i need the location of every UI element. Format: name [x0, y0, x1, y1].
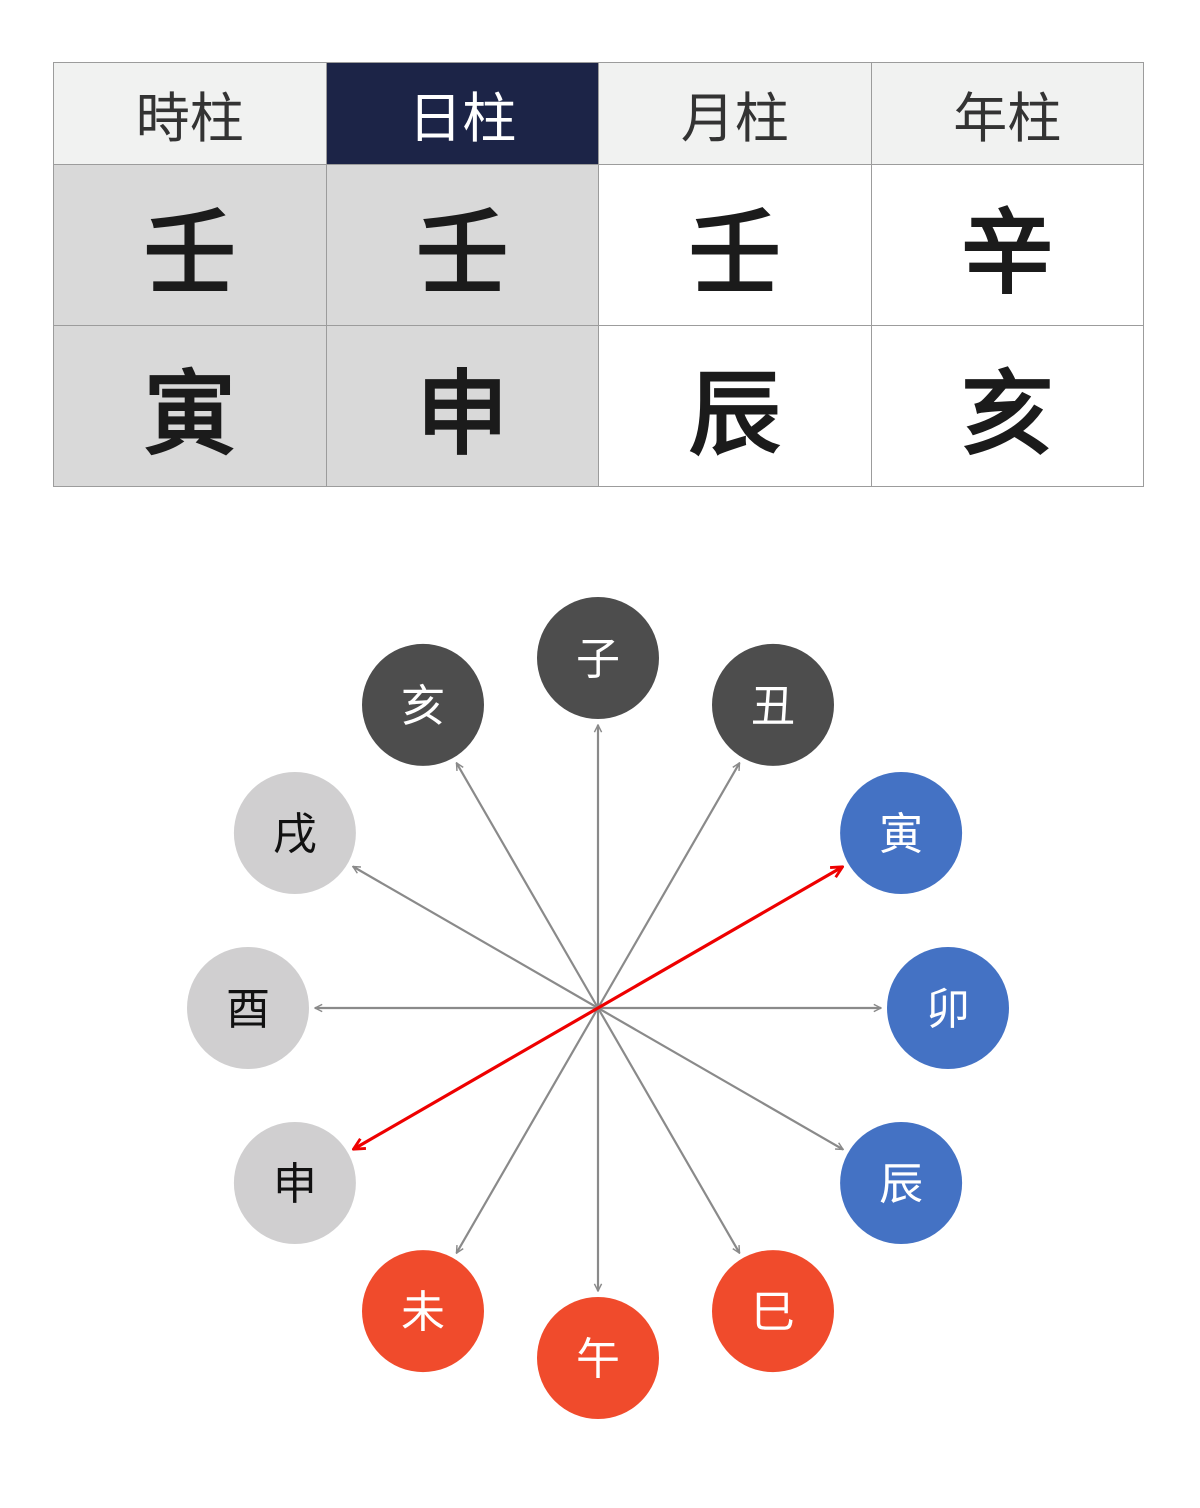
- branch-node-10: 戌: [233, 772, 356, 894]
- branch-node-circle: [537, 597, 659, 719]
- arrow-to-7: [455, 1007, 599, 1253]
- branch-node-5: 巳: [712, 1250, 834, 1373]
- branch-node-circle: [362, 643, 484, 766]
- branch-node-1: 丑: [712, 643, 834, 766]
- branch-node-label: 未: [401, 1287, 445, 1338]
- arrow-to-1: [597, 763, 741, 1009]
- arrow-to-4: [597, 1007, 843, 1151]
- branch-node-circle: [362, 1250, 484, 1373]
- month-pillar-header: 月柱: [598, 62, 872, 165]
- branch-node-11: 亥: [362, 643, 484, 766]
- year-branch-cell: 亥: [870, 325, 1144, 487]
- hour-stem-cell: 壬: [53, 164, 327, 326]
- branch-node-circle: [712, 1250, 834, 1373]
- branch-node-circle: [537, 1297, 659, 1419]
- arrow-to-10: [353, 865, 599, 1009]
- clash-arrow: [355, 868, 842, 1149]
- branch-node-label: 丑: [751, 681, 795, 732]
- branch-node-label: 辰: [879, 1159, 923, 1210]
- branch-node-circle: [233, 772, 356, 894]
- branch-node-4: 辰: [840, 1122, 963, 1244]
- branch-node-circle: [840, 1122, 963, 1244]
- hour-pillar-header: 時柱: [53, 62, 327, 165]
- branch-node-circle: [887, 947, 1009, 1069]
- branch-node-circle: [233, 1122, 356, 1244]
- branch-node-label: 申: [273, 1159, 317, 1210]
- hour-branch-cell: 寅: [53, 325, 327, 487]
- branch-node-label: 戌: [273, 809, 317, 860]
- branch-node-9: 酉: [187, 947, 309, 1069]
- branch-node-3: 卯: [887, 947, 1009, 1069]
- arrows-layer: [315, 725, 881, 1291]
- branch-node-label: 午: [576, 1334, 620, 1385]
- branch-node-6: 午: [537, 1297, 659, 1419]
- heavenly-stem-row: 壬 壬 壬 辛: [53, 164, 1144, 326]
- day-branch-cell: 申: [325, 325, 599, 487]
- branch-node-circle: [187, 947, 309, 1069]
- branch-node-label: 寅: [879, 809, 923, 860]
- arrow-to-5: [597, 1007, 741, 1253]
- branch-node-2: 寅: [840, 772, 963, 894]
- four-pillars-table: 時柱 日柱 月柱 年柱 壬 壬 壬 辛 寅 申 辰 亥: [53, 62, 1144, 487]
- month-branch-cell: 辰: [598, 325, 872, 487]
- branch-node-label: 子: [576, 634, 620, 685]
- branch-node-label: 巳: [751, 1287, 795, 1338]
- day-stem-cell: 壬: [325, 164, 599, 326]
- month-stem-cell: 壬: [598, 164, 872, 326]
- arrow-to-11: [455, 763, 599, 1009]
- branch-node-8: 申: [233, 1122, 356, 1244]
- day-pillar-header: 日柱: [325, 62, 599, 165]
- branch-node-circle: [840, 772, 963, 894]
- branch-node-0: 子: [537, 597, 659, 719]
- year-stem-cell: 辛: [870, 164, 1144, 326]
- year-pillar-header: 年柱: [870, 62, 1144, 165]
- branch-node-label: 酉: [226, 984, 270, 1035]
- branch-node-label: 亥: [401, 681, 445, 732]
- earthly-branch-row: 寅 申 辰 亥: [53, 325, 1144, 487]
- branch-node-label: 卯: [926, 984, 970, 1035]
- pillar-header-row: 時柱 日柱 月柱 年柱: [53, 62, 1144, 165]
- branch-node-circle: [712, 643, 834, 766]
- branch-node-7: 未: [362, 1250, 484, 1373]
